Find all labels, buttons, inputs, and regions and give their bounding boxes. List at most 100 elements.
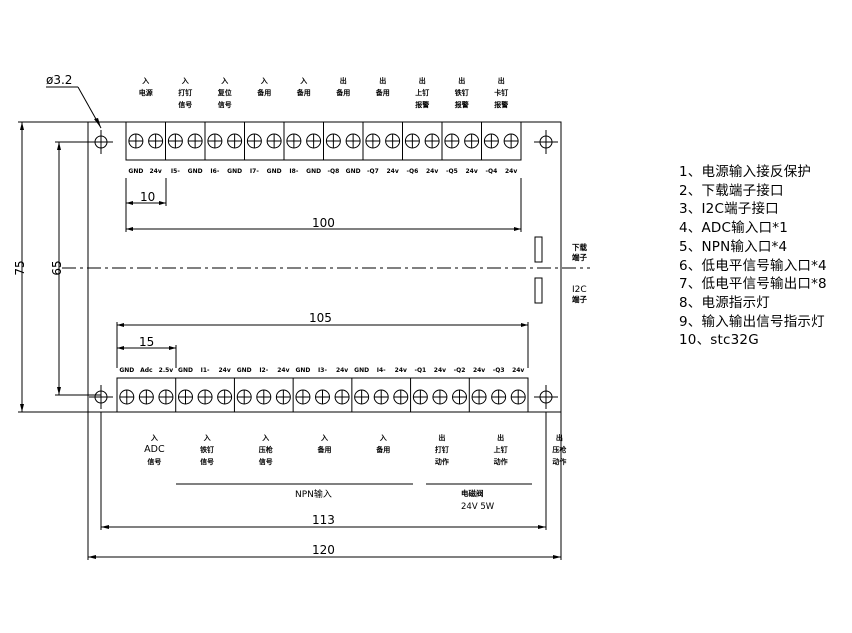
top-header-label: 上钉 [415,88,429,97]
bottom-pin-label: 24v [277,367,289,374]
terminal-screw [315,389,330,405]
terminal-screw [385,133,401,149]
mounting-hole [89,385,113,409]
download-port-label: 下载 [572,242,587,252]
top-pin-label: GND [306,168,321,175]
bottom-pin-label: I1- [201,367,210,374]
top-pin-label: 24v [426,168,438,175]
bottom-header-label: 动作 [435,457,449,466]
top-header-label: 出 [498,76,505,85]
terminal-screw [246,133,262,149]
bottom-pin-label: I4- [377,367,386,374]
top-header-label: 入 [141,77,149,85]
mounting-hole [534,130,558,154]
mounting-hole [534,385,558,409]
terminal-screw [491,389,507,405]
solenoid-label: 电磁阀 [461,488,484,498]
terminal-screw [128,133,144,149]
top-header-label: 复位 [217,88,232,97]
top-pin-label: -Q7 [367,168,379,175]
mounting-hole [89,130,113,154]
top-pin-label: GND [188,168,203,175]
top-header-label: 电源 [139,88,153,97]
top-header-label: 入 [299,77,307,85]
terminal-screw [295,389,311,405]
bottom-pin-label: 2.5v [159,367,174,374]
top-header-label: 入 [181,77,189,85]
top-pin-label: I8- [289,168,298,175]
top-header-label: 备用 [256,88,271,97]
terminal-screw [432,389,448,405]
i2c-port-label: I2C [572,285,587,295]
terminal-screw [365,133,381,149]
top-pin-label: 24v [386,168,398,175]
terminal-screw [404,133,420,149]
terminal-screw [187,133,203,149]
top-header-label: 报警 [494,100,508,109]
top-pin-label: -Q4 [485,168,497,175]
note-item: 7、低电平信号输出口*8 [679,276,827,293]
top-header-label: 报警 [455,100,469,109]
dim-65-text: 65 [50,260,64,275]
terminal-screw [236,389,252,405]
terminal-screw [334,389,350,405]
top-pin-label: I5- [171,168,180,175]
bottom-header-label: 入 [379,434,387,442]
terminal-screw [424,133,440,149]
bottom-header-label: 压枪 [552,445,566,454]
terminal-screw [227,133,243,149]
note-item: 3、I2C端子接口 [679,201,779,218]
top-header-label: 信号 [218,100,232,109]
top-header-label: 卡钉 [494,88,508,97]
bottom-header-label: 动作 [552,457,566,466]
bottom-header-label: ADC [144,444,165,455]
terminal-screw [178,389,193,405]
top-pin-label: GND [128,168,143,175]
top-header-label: 入 [220,77,228,85]
note-item: 9、输入输出信号指示灯 [679,313,825,330]
note-item: 5、NPN输入口*4 [679,238,788,255]
feature-notes: 1、电源输入接反保护 2、下载端子接口 3、I2C端子接口 4、ADC输入口*1… [679,163,827,350]
top-header-label: 入 [260,77,268,85]
top-header-label: 出 [340,76,347,85]
bottom-pin-label: -Q2 [454,367,466,374]
top-header-label: 备用 [375,88,390,97]
note-item: 6、低电平信号输入口*4 [679,257,827,274]
top-terminal-block [125,121,522,161]
dim-113-text: 113 [312,513,335,527]
terminal-screw [412,389,428,405]
bottom-header-label: 上钉 [494,445,508,454]
bottom-header-label: 信号 [147,457,161,466]
terminal-screw [275,389,291,405]
bottom-pin-label: GND [237,367,252,374]
dim-15-text: 15 [139,335,154,349]
top-header-label: 出 [379,76,386,85]
bottom-header-label: 铁钉 [200,445,214,454]
bottom-header-label: 入 [261,434,269,442]
hole-label: ø3.2 [46,73,72,87]
bottom-pin-label: GND [178,367,193,374]
terminal-screw [217,389,233,405]
top-pin-label: -Q5 [446,168,458,175]
bottom-pin-label: 24v [434,367,446,374]
terminal-screw [471,389,487,405]
note-item: 4、ADC输入口*1 [679,220,788,237]
download-port-label: 端子 [572,252,587,262]
top-pin-label: -Q8 [327,168,339,175]
note-item: 1、电源输入接反保护 [679,164,812,180]
dim-10-text: 10 [140,190,155,204]
bottom-header-label: 出 [497,433,504,442]
bottom-pin-label: 24v [336,367,348,374]
bottom-pin-label: Adc [140,367,153,374]
bottom-header-label: 入 [150,434,158,442]
top-header-label: 报警 [415,100,429,109]
terminal-screw [306,133,322,149]
bottom-header-label: 出 [438,433,445,442]
bottom-pin-label: I3- [318,367,327,374]
npn-input-label: NPN输入 [295,488,332,500]
top-pin-label: 24v [465,168,477,175]
note-item: 2、下载端子接口 [679,182,784,199]
dim-105-text: 105 [309,311,332,325]
bottom-header-label: 入 [320,434,328,442]
